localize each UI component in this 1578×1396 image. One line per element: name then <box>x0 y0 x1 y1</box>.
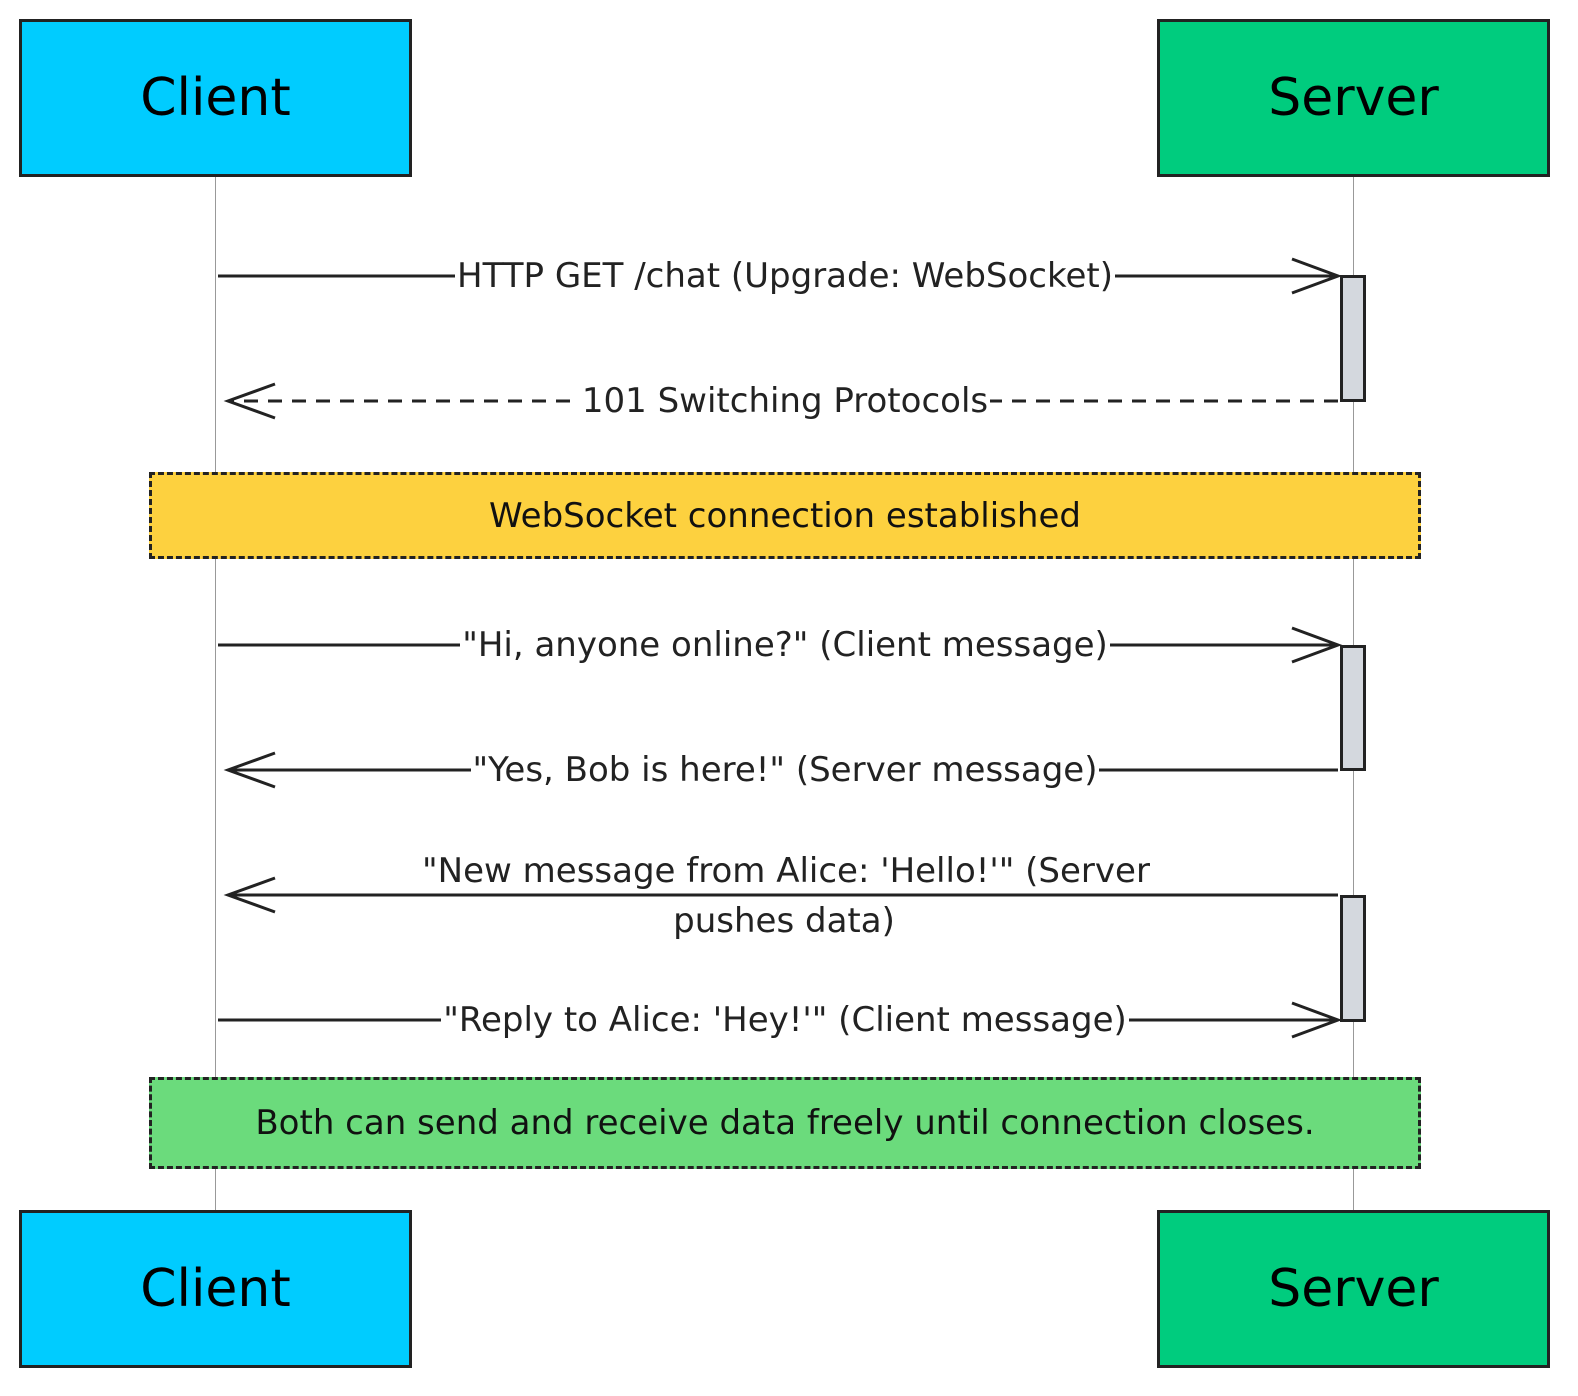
note-text: WebSocket connection established <box>489 495 1081 536</box>
message-4-arrowhead <box>223 751 276 789</box>
actor-label: Server <box>1268 68 1439 128</box>
actor-label: Client <box>140 68 291 128</box>
note-bidirectional: Both can send and receive data freely un… <box>149 1077 1421 1169</box>
message-2-arrowhead <box>223 382 276 420</box>
message-1-arrowhead <box>1291 257 1343 295</box>
message-text: HTTP GET /chat (Upgrade: WebSocket) <box>455 256 1115 296</box>
client-lifeline <box>215 177 216 1210</box>
client-actor-bottom: Client <box>19 1210 412 1368</box>
message-3-label: "Hi, anyone online?" (Client message) <box>216 620 1354 670</box>
note-connection-established: WebSocket connection established <box>149 472 1421 559</box>
message-5-arrowhead <box>223 876 276 914</box>
message-5-label: "New message from Alice: 'Hello!'" (Serv… <box>395 846 1175 946</box>
message-3-arrowhead <box>1291 626 1343 664</box>
message-text: 101 Switching Protocols <box>579 381 991 421</box>
actor-label: Server <box>1268 1259 1439 1319</box>
server-activation-bar <box>1340 275 1366 402</box>
note-text: Both can send and receive data freely un… <box>255 1103 1315 1143</box>
message-4-label: "Yes, Bob is here!" (Server message) <box>216 745 1354 795</box>
server-activation-bar <box>1340 895 1366 1022</box>
message-6-arrowhead <box>1291 1001 1343 1039</box>
server-activation-bar <box>1340 645 1366 771</box>
client-actor-top: Client <box>19 19 412 177</box>
message-6-label: "Reply to Alice: 'Hey!'" (Client message… <box>216 995 1354 1045</box>
message-1-label: HTTP GET /chat (Upgrade: WebSocket) <box>216 251 1354 301</box>
server-actor-top: Server <box>1157 19 1550 177</box>
message-text: "New message from Alice: 'Hello!'" (Serv… <box>420 851 1150 941</box>
message-text: "Hi, anyone online?" (Client message) <box>460 625 1110 665</box>
server-actor-bottom: Server <box>1157 1210 1550 1368</box>
message-text: "Yes, Bob is here!" (Server message) <box>470 750 1100 790</box>
message-2-label: 101 Switching Protocols <box>216 376 1354 426</box>
message-text: "Reply to Alice: 'Hey!'" (Client message… <box>441 1000 1129 1040</box>
actor-label: Client <box>140 1259 291 1319</box>
